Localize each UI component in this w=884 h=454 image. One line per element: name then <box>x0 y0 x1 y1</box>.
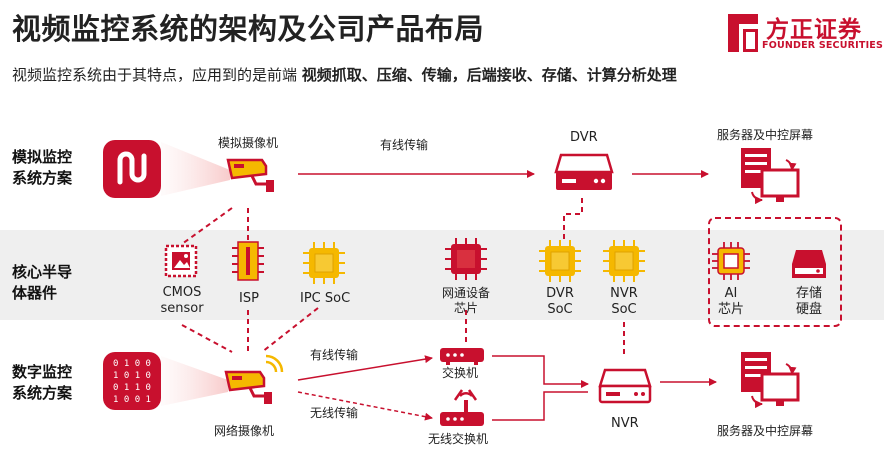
network-chip-line2: 芯片 <box>453 301 478 315</box>
row-label-core: 核心半导 体器件 <box>12 262 72 304</box>
image-sensor-icon <box>164 244 198 278</box>
analog-beam <box>161 142 230 196</box>
wireless-transmission-label: 无线传输 <box>310 406 359 420</box>
switch-router-icon <box>440 348 484 365</box>
hard-drive-icon <box>792 250 826 278</box>
brand-logo: 方正证券 FOUNDER SECURITIES <box>726 10 883 56</box>
server-monitor-icon-bottom <box>741 352 800 409</box>
page-subtitle: 视频监控系统由于其特点，应用到的是前端 视频抓取、压缩、传输，后端接收、存储、计… <box>12 64 677 85</box>
svg-text:1 0 1 0: 1 0 1 0 <box>113 371 151 381</box>
nvr-soc-line1: NVR <box>610 286 638 301</box>
cmos-line1: CMOS <box>162 285 202 300</box>
server-monitor-icon-top <box>741 148 800 205</box>
analog-camera-label: 模拟摄像机 <box>218 136 279 150</box>
analog-camera-icon <box>226 158 274 192</box>
row-label-analog-line1: 模拟监控 <box>12 148 73 166</box>
switch-label: 交换机 <box>442 366 479 380</box>
logo-text-cn: 方正证券 <box>766 17 862 43</box>
dvr-soc-line1: DVR <box>546 286 574 301</box>
storage-label: 存储 硬盘 <box>792 286 826 318</box>
isp-chip-icon <box>232 241 264 281</box>
row-label-core-line1: 核心半导 <box>12 263 73 281</box>
wired-transmission-label: 有线传输 <box>310 348 359 362</box>
nvr-recorder-icon <box>598 368 652 404</box>
wireless-switch-label: 无线交换机 <box>428 432 489 446</box>
analog-signal-icon <box>103 140 161 198</box>
page-title: 视频监控系统的架构及公司产品布局 <box>12 12 485 46</box>
binary-code-icon: 0 1 0 0 1 0 1 0 0 1 1 0 1 0 0 1 <box>103 352 161 410</box>
network-chip-label: 网通设备 芯片 <box>442 286 490 316</box>
ai-chip-label: AI 芯片 <box>715 286 747 318</box>
wired-arrow-bottom <box>297 355 433 381</box>
network-chip-icon <box>445 238 487 280</box>
wireless-switch-to-nvr-line <box>492 391 588 421</box>
wireless-router-icon <box>440 389 484 426</box>
digital-beam <box>161 356 228 406</box>
core-components-band <box>0 230 884 320</box>
switch-to-nvr-arrow <box>492 355 589 388</box>
svg-text:1 0 0 1: 1 0 0 1 <box>113 395 151 405</box>
ipc-soc-chip-icon <box>303 242 345 284</box>
server-bottom-label: 服务器及中控屏幕 <box>717 424 814 438</box>
row-label-digital-line1: 数字监控 <box>12 363 73 381</box>
dvr-label: DVR <box>570 130 598 145</box>
dvr-recorder-icon <box>554 153 614 190</box>
logo-text-en: FOUNDER SECURITIES <box>762 40 884 51</box>
dvr-soc-line2: SoC <box>547 302 573 317</box>
dvr-soc-chip-icon <box>539 240 581 282</box>
nvr-soc-chip-icon <box>603 240 645 282</box>
nvr-label: NVR <box>611 416 639 431</box>
network-camera-icon <box>224 354 284 404</box>
subtitle-emphasis: 视频抓取、压缩、传输，后端接收、存储、计算分析处理 <box>301 66 677 84</box>
ipc-soc-label: IPC SoC <box>300 291 351 306</box>
row-label-analog-line2: 系统方案 <box>12 169 73 187</box>
cmos-sensor-label: CMOS sensor <box>160 285 204 317</box>
row-label-analog: 模拟监控 系统方案 <box>12 147 72 189</box>
ai-chip-line1: AI <box>724 286 738 301</box>
storage-line1: 存储 <box>795 286 822 301</box>
ai-storage-group <box>708 217 842 327</box>
dashed-links <box>181 198 625 356</box>
storage-line2: 硬盘 <box>795 302 822 317</box>
isp-label: ISP <box>239 291 259 306</box>
wired-transmission-top-label: 有线传输 <box>380 138 429 152</box>
dvr-soc-label: DVR SoC <box>544 286 576 318</box>
svg-text:0 1 1 0: 0 1 1 0 <box>113 383 151 393</box>
network-chip-line1: 网通设备 <box>442 286 491 300</box>
row-label-digital: 数字监控 系统方案 <box>12 362 72 404</box>
server-top-label: 服务器及中控屏幕 <box>717 128 814 142</box>
ai-chip-line2: 芯片 <box>717 302 744 317</box>
nvr-soc-label: NVR SoC <box>608 286 640 318</box>
wireless-arrow-bottom <box>297 391 433 421</box>
subtitle-prefix: 视频监控系统由于其特点，应用到的是前端 <box>12 66 298 84</box>
svg-text:0 1 0 0: 0 1 0 0 <box>113 359 151 369</box>
network-camera-label: 网络摄像机 <box>214 424 275 438</box>
row-label-core-line2: 体器件 <box>12 284 58 302</box>
ai-chip-icon <box>712 242 750 280</box>
row-label-digital-line2: 系统方案 <box>12 384 73 402</box>
founder-logo-icon <box>728 14 758 52</box>
nvr-soc-line2: SoC <box>611 302 637 317</box>
cmos-line2: sensor <box>160 301 204 316</box>
